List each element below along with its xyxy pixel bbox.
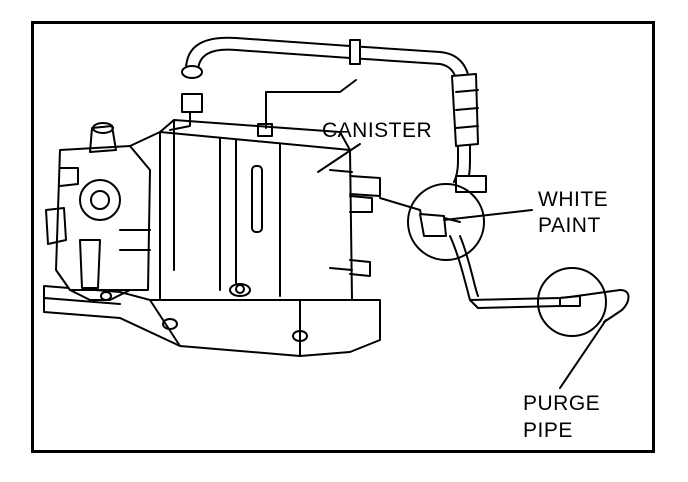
purge-connector (379, 197, 630, 323)
white-paint-leader (443, 209, 533, 221)
purge-pipe-circle (537, 267, 607, 337)
white-paint-circle (407, 183, 485, 261)
white-paint-label-line1: WHITE (538, 188, 609, 211)
canister-body (159, 119, 381, 301)
valve-assembly (45, 122, 161, 301)
canister-leader (317, 143, 361, 173)
purge-pipe-label-line1: PURGE (523, 392, 601, 415)
purge-pipe-leader (559, 319, 607, 389)
white-paint-label-line2: PAINT (538, 214, 601, 237)
canister-label: CANISTER (322, 119, 433, 142)
purge-pipe-label-line2: PIPE (523, 419, 573, 442)
